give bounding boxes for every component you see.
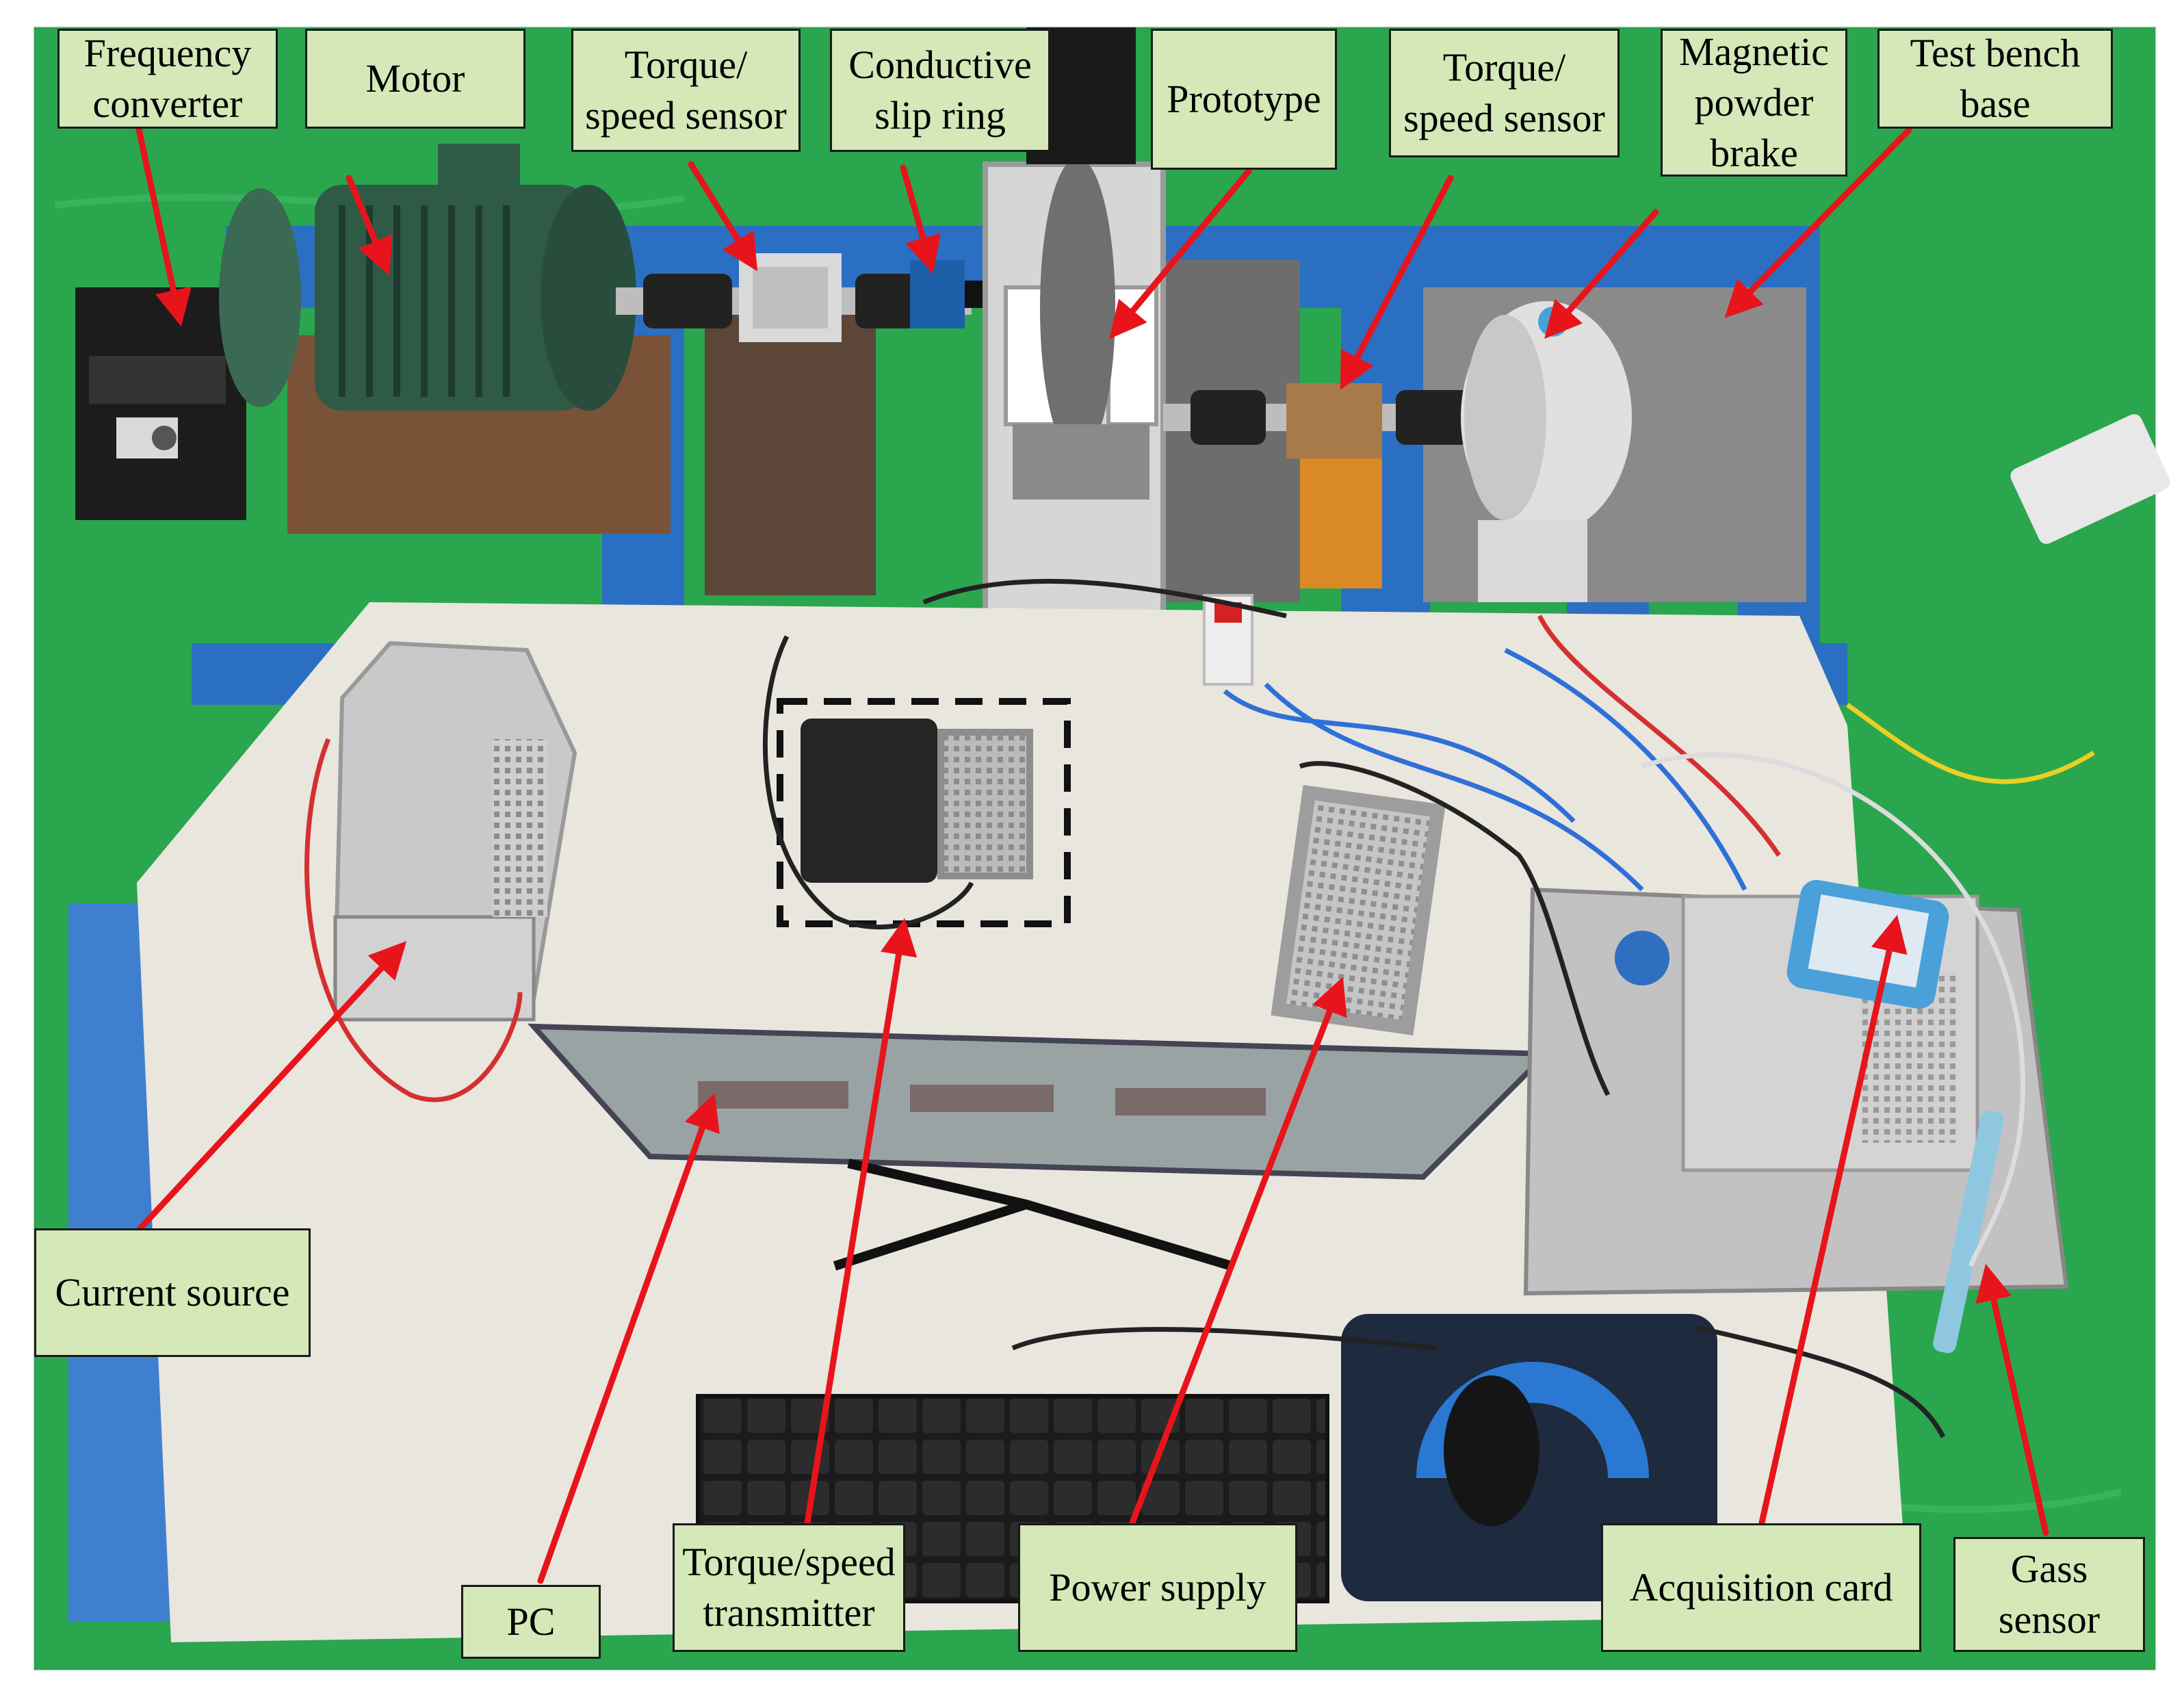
frequency-converter-unit [75,287,246,520]
current-source-unit [333,641,577,1022]
label-test-bench-base: Test bench base [1877,29,2113,129]
label-frequency-converter: Frequency converter [57,29,278,129]
arrow-frequency-converter [133,116,192,327]
arrow-torque-speed-sensor-right [1340,175,1454,390]
label-magnetic-powder-brake: Magnetic powder brake [1661,29,1847,177]
label-conductive-slip-ring: Conductive slip ring [830,29,1050,152]
power-strip [2010,414,2170,544]
annotation-arrows [133,116,2049,1584]
arrow-power-supply [1129,977,1347,1526]
sensor-base-left [705,308,876,595]
label-torque-speed-transmitter: Torque/speed transmitter [673,1523,905,1652]
arrow-magnetic-powder-brake [1544,209,1659,339]
label-acquisition-card: Acquisition card [1601,1523,1921,1652]
arrow-prototype [1109,168,1252,339]
mouse [1444,1375,1539,1526]
label-torque-speed-sensor-right: Torque/ speed sensor [1389,29,1620,157]
arrow-conductive-slip-ring [900,164,941,274]
label-pc: PC [461,1585,601,1659]
torque-speed-sensor-left-unit [739,253,842,342]
arrow-current-source [137,941,407,1232]
torque-speed-transmitter-unit [777,698,1071,927]
arrow-pc [537,1093,720,1584]
gas-sensor-probe [1933,1110,2004,1354]
label-gass-sensor: Gass sensor [1953,1537,2145,1652]
power-supply-unit [1271,785,1446,1035]
label-motor: Motor [305,29,525,129]
arrow-acquisition-card [1758,914,1908,1526]
pc-monitor [527,1023,1553,1271]
label-prototype: Prototype [1151,29,1337,170]
torque-speed-sensor-right-unit [1286,383,1382,458]
prototype-unit [983,27,1166,646]
arrow-test-bench-base [1724,127,1912,318]
arrow-torque-speed-transmitter [804,918,918,1526]
arrow-gass-sensor [1975,1263,2049,1536]
label-current-source: Current source [34,1228,311,1357]
label-torque-speed-sensor-left: Torque/ speed sensor [571,29,801,152]
label-power-supply: Power supply [1018,1523,1297,1652]
arrow-torque-speed-sensor-left [688,161,758,272]
arrow-motor [346,175,393,276]
magnetic-powder-brake-unit [1461,301,1632,602]
